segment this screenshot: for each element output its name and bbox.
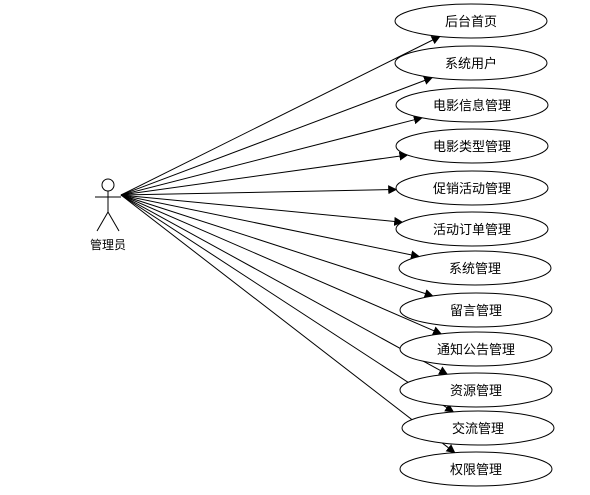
use-case-ellipse [394,45,548,81]
use-case-label: 资源管理 [450,384,502,399]
actor-label: 管理员 [90,237,126,252]
use-case-label: 促销活动管理 [433,182,511,197]
use-case-ellipse [395,128,549,164]
use-case: 电影类型管理 [395,128,549,164]
use-case: 交流管理 [401,410,555,446]
use-case-label: 系统管理 [449,262,501,277]
use-case: 资源管理 [399,372,553,408]
use-case-label: 电影信息管理 [433,98,511,114]
association-line [120,194,443,335]
use-case: 留言管理 [399,292,553,328]
association-line [120,194,456,454]
use-case-label: 系统用户 [445,56,497,72]
use-case: 促销活动管理 [395,170,549,206]
use-case-ellipse [399,451,553,487]
association-line [120,76,434,196]
association-line [120,194,449,375]
association-line [120,194,404,226]
use-case: 系统管理 [398,250,552,286]
use-case: 活动订单管理 [395,211,549,247]
use-case-label: 后台首页 [445,15,497,30]
association-line [120,194,455,413]
use-case-ellipse [395,170,549,206]
use-case-label: 交流管理 [452,421,504,437]
use-case-ellipse [401,410,555,446]
association-line [120,194,434,298]
association-line [120,185,398,196]
use-case: 系统用户 [394,45,548,81]
actor-right-leg [107,211,120,232]
use-case-label: 通知公告管理 [437,342,515,358]
use-case: 后台首页 [394,3,548,39]
use-case-ellipse [399,331,553,367]
use-case-ellipse [395,211,549,247]
use-case: 电影信息管理 [395,87,549,123]
use-case-ellipse [399,292,553,328]
association-line [120,115,423,196]
use-case-label: 权限管理 [450,462,502,478]
use-case-ellipse [395,87,549,123]
actor-head [101,178,115,192]
association-line [120,194,420,260]
use-case-ellipse [394,3,548,39]
use-case-ellipses: 后台首页系统用户电影信息管理电影类型管理促销活动管理活动订单管理系统管理留言管理… [394,3,555,487]
association-line [120,36,441,196]
use-case-label: 电影类型管理 [433,140,511,155]
association-lines [120,36,456,454]
use-case-ellipse [398,250,552,286]
actor-admin: 管理员 [90,178,126,252]
association-line [120,151,409,196]
actor-left-leg [96,211,109,232]
use-case: 权限管理 [399,451,553,487]
use-case: 通知公告管理 [399,331,553,367]
use-case-label: 活动订单管理 [433,223,511,238]
use-case-label: 留言管理 [450,304,502,319]
use-case-ellipse [399,372,553,408]
